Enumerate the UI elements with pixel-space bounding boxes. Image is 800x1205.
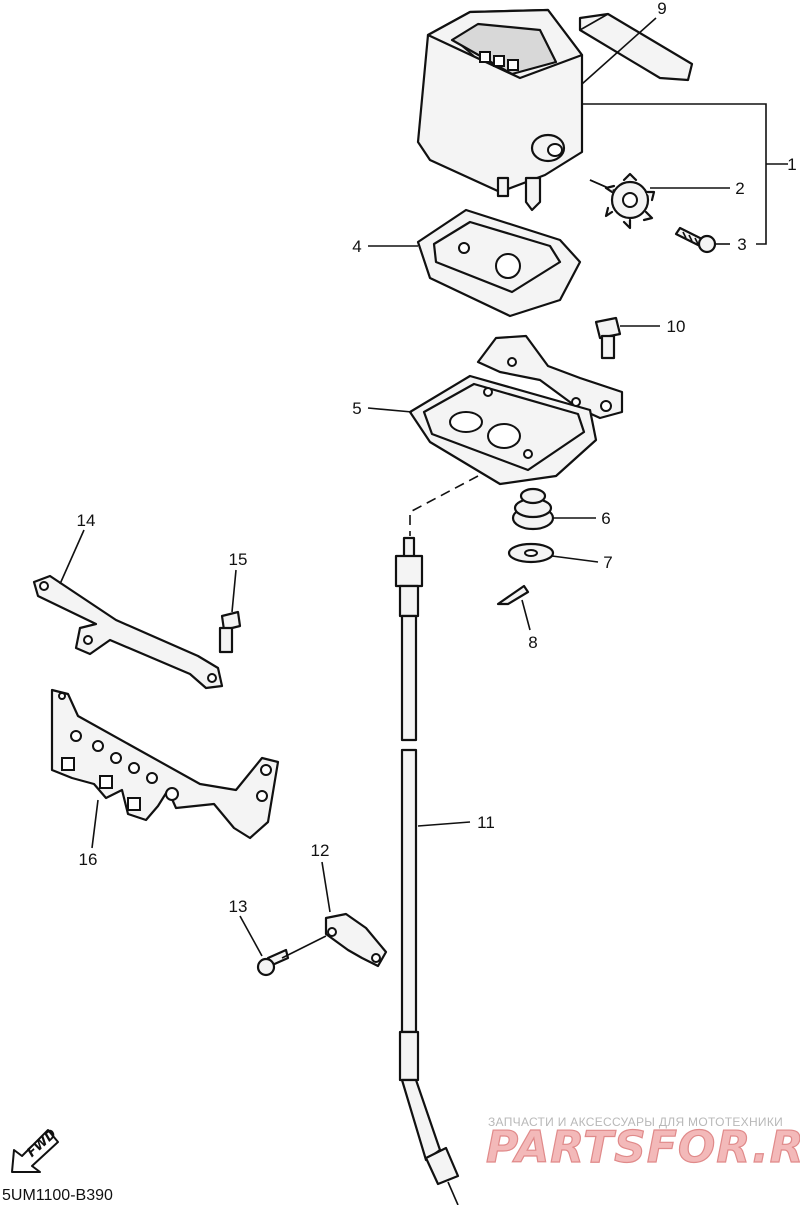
watermark: ЗАПЧАСТИ И АКСЕССУАРЫ ДЛЯ МОТОТЕХНИКИ PA… [485, 1115, 800, 1174]
callout-11: 11 [477, 813, 495, 832]
holder-screw [256, 948, 290, 977]
meter-bracket [408, 334, 624, 486]
speedometer-cable [394, 536, 460, 1205]
callout-9: 9 [657, 0, 666, 18]
speedometer-assembly [416, 8, 584, 212]
stay-bracket [32, 574, 224, 690]
callout-1: 1 [787, 155, 796, 174]
clip [496, 584, 530, 606]
callout-3: 3 [737, 235, 746, 254]
grommet [511, 487, 555, 531]
watermark-logo: PARTSFOR.RU [486, 1122, 800, 1173]
callout-15: 15 [229, 550, 248, 569]
callout-16: 16 [79, 850, 98, 869]
watermark-tagline: ЗАПЧАСТИ И АКСЕССУАРЫ ДЛЯ МОТОТЕХНИКИ [488, 1115, 783, 1129]
callout-5: 5 [352, 399, 361, 418]
drawing-code: 5UM1100-B390 [2, 1187, 113, 1204]
callout-13: 13 [229, 897, 248, 916]
bolt [594, 316, 622, 360]
cable-holder [324, 912, 388, 968]
fwd-arrow-icon: FWD [11, 1127, 60, 1173]
callout-14: 14 [77, 511, 96, 530]
screw [674, 226, 717, 254]
meter-cover [416, 208, 582, 318]
callout-7: 7 [603, 553, 612, 572]
callout-labels: 1 2 3 4 5 6 7 8 9 10 11 12 13 14 15 16 [77, 0, 797, 916]
damper-strip [578, 12, 694, 82]
callout-2: 2 [735, 179, 744, 198]
washer [507, 542, 555, 564]
callout-8: 8 [528, 633, 537, 652]
stay-bolt [218, 610, 242, 654]
leader-lines [59, 17, 788, 959]
drive-gear [589, 172, 656, 230]
callout-6: 6 [601, 509, 610, 528]
callout-12: 12 [311, 841, 330, 860]
callout-4: 4 [352, 237, 361, 256]
callout-10: 10 [667, 317, 686, 336]
lamp-bracket [50, 688, 280, 840]
